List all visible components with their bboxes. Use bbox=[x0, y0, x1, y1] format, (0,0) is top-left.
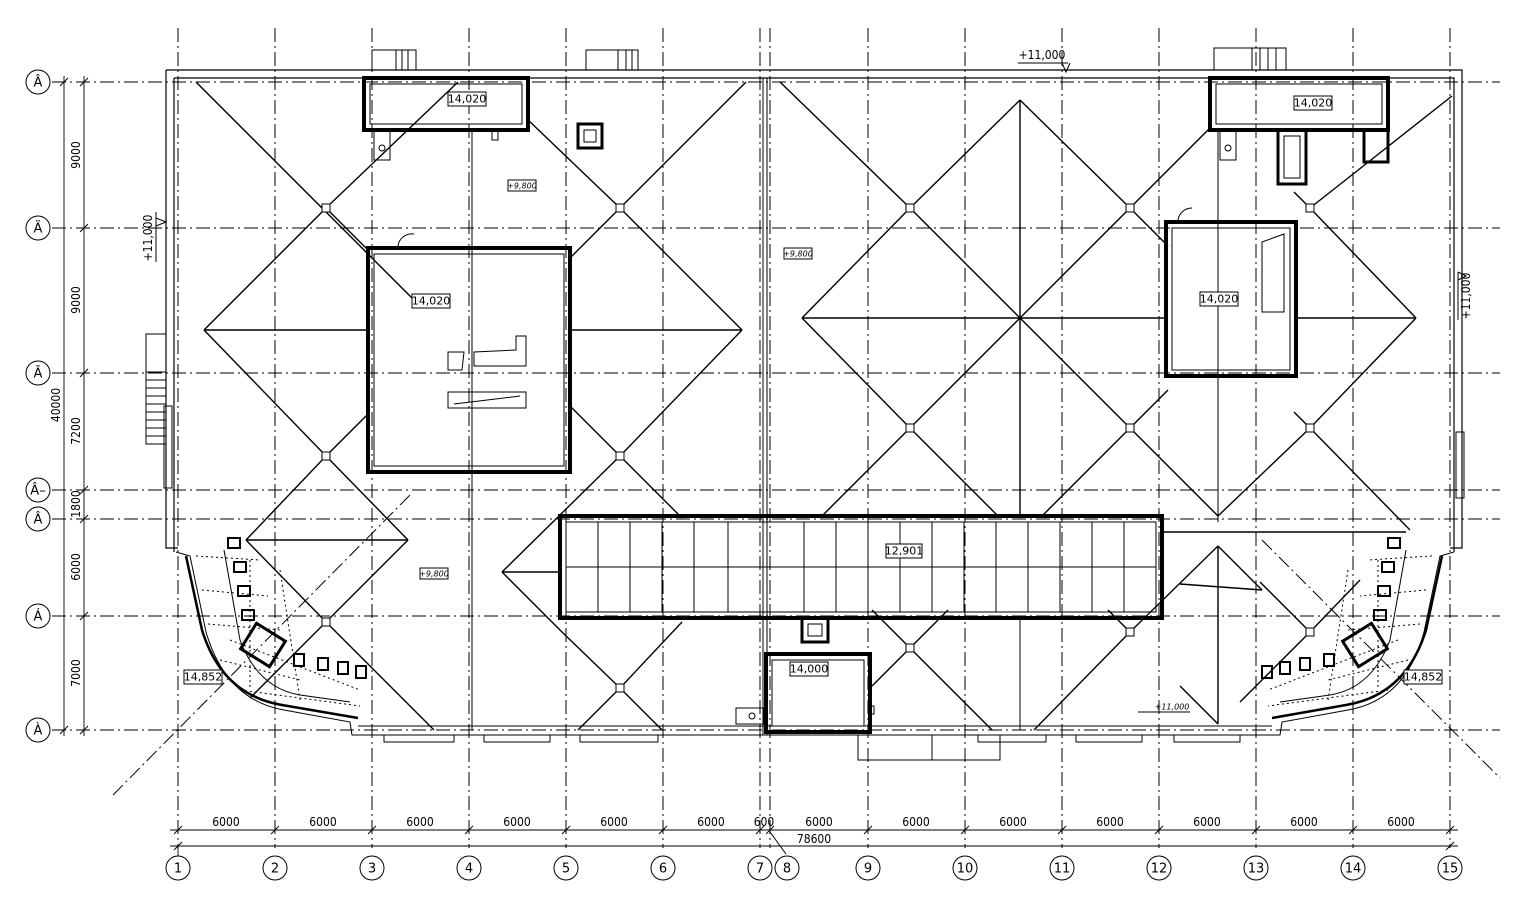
dimension-row-4: 1800 bbox=[69, 490, 83, 518]
axis-bubble-5 bbox=[553, 855, 579, 881]
axis-label-6: 6 bbox=[659, 862, 667, 877]
roof-drains bbox=[321, 203, 1315, 693]
skylight-mullions bbox=[597, 522, 1125, 612]
elevation-parapet-left: +11,000 bbox=[141, 214, 155, 261]
dimension-row-5: 6000 bbox=[69, 553, 83, 581]
dimension-span-3: 6000 bbox=[406, 815, 434, 829]
axis-label-12: 12 bbox=[1151, 862, 1168, 877]
row-axis-label-7: À bbox=[34, 723, 43, 739]
left-dimension-chain: 9000 9000 7200 1800 6000 7000 40000 bbox=[49, 76, 89, 736]
elevation-roof-level-3: +9,800 bbox=[419, 570, 449, 579]
axis-bubble-15 bbox=[1437, 855, 1463, 881]
elevation-parapet-bottom: +11,000 bbox=[1155, 703, 1190, 712]
axis-label-10: 10 bbox=[957, 862, 974, 877]
elevation-skylight: 12,901 bbox=[885, 545, 924, 558]
dimension-overall-height: 40000 bbox=[49, 388, 63, 422]
row-axis-label-2: Ä bbox=[34, 221, 43, 237]
dimension-overall-width: 78600 bbox=[797, 832, 831, 846]
bottom-dimension-ticks bbox=[173, 825, 1455, 851]
dimension-span-4: 6000 bbox=[503, 815, 531, 829]
elevation-corner-left: 14,852 bbox=[184, 671, 223, 684]
dimension-row-3: 7200 bbox=[69, 417, 83, 445]
elevation-box-top-right: 14,020 bbox=[1294, 97, 1333, 110]
dimension-span-2: 6000 bbox=[309, 815, 337, 829]
dimension-span-7: 600 bbox=[754, 815, 775, 829]
bottom-dimension-chain: 6000 6000 6000 6000 6000 6000 600 6000 6… bbox=[170, 815, 1458, 855]
dimension-row-1: 9000 bbox=[69, 141, 83, 169]
elevation-roof-level-2: +9,800 bbox=[783, 250, 813, 259]
row-axis-label-3: Ã bbox=[34, 366, 43, 382]
axis-grid bbox=[52, 28, 1501, 848]
row-axis-bubble-1 bbox=[25, 69, 51, 95]
left-stair-treads bbox=[146, 379, 166, 437]
axis-bubble-9 bbox=[855, 855, 881, 881]
elevation-corner-right: 14,852 bbox=[1404, 671, 1443, 684]
row-axis-label-4: Â– bbox=[30, 483, 45, 499]
dimension-span-1: 6000 bbox=[212, 815, 240, 829]
row-axis-bubbles: Â Ä Ã Â– Â Á À bbox=[25, 69, 51, 743]
elevation-stair-box: 14,000 bbox=[790, 663, 829, 676]
corner-vents-left bbox=[195, 537, 367, 707]
row-axis-bubble-5 bbox=[25, 506, 51, 532]
axis-bubble-7 bbox=[747, 855, 773, 881]
axis-bubble-8 bbox=[774, 855, 800, 881]
roof-slopes bbox=[195, 81, 1453, 731]
dimension-span-14: 6000 bbox=[1387, 815, 1415, 829]
dimension-row-2: 9000 bbox=[69, 286, 83, 314]
axis-bubble-1 bbox=[165, 855, 191, 881]
dimension-span-8: 6000 bbox=[805, 815, 833, 829]
elevation-parapet-top: +11,000 bbox=[1019, 48, 1066, 62]
axis-bubble-3 bbox=[359, 855, 385, 881]
row-axis-label-5: Â bbox=[34, 512, 43, 528]
dimension-span-9: 6000 bbox=[902, 815, 930, 829]
elevation-marks: 14,020 14,020 14,020 14,020 12,901 14,00… bbox=[141, 48, 1473, 713]
axis-bubble-13 bbox=[1243, 855, 1269, 881]
axis-bubble-12 bbox=[1146, 855, 1172, 881]
dimension-span-11: 6000 bbox=[1096, 815, 1124, 829]
row-axis-bubble-2 bbox=[25, 215, 51, 241]
axis-label-15: 15 bbox=[1442, 862, 1459, 877]
axis-label-8: 8 bbox=[783, 862, 791, 877]
dimension-span-12: 6000 bbox=[1193, 815, 1221, 829]
axis-label-3: 3 bbox=[368, 862, 376, 877]
axis-bubble-14 bbox=[1340, 855, 1366, 881]
axis-bubble-6 bbox=[650, 855, 676, 881]
axis-bubble-11 bbox=[1049, 855, 1075, 881]
axis-label-7: 7 bbox=[756, 862, 764, 877]
axis-label-5: 5 bbox=[562, 862, 570, 877]
elevation-box-center-right: 14,020 bbox=[1200, 293, 1239, 306]
row-axis-label-6: Á bbox=[34, 609, 43, 625]
superstructures bbox=[362, 76, 1390, 734]
elevation-parapet-right: +11,000 bbox=[1459, 272, 1473, 319]
dimension-row-6: 7000 bbox=[69, 659, 83, 687]
row-axis-bubble-3 bbox=[25, 360, 51, 386]
row-axis-bubble-6 bbox=[25, 603, 51, 629]
axis-label-4: 4 bbox=[465, 862, 473, 877]
axis-bubble-4 bbox=[456, 855, 482, 881]
axis-bubble-2 bbox=[262, 855, 288, 881]
row-axis-label-1: Â bbox=[34, 75, 43, 91]
axis-label-11: 11 bbox=[1054, 862, 1071, 877]
dimension-span-13: 6000 bbox=[1290, 815, 1318, 829]
row-axis-bubble-7 bbox=[25, 717, 51, 743]
dimension-span-5: 6000 bbox=[600, 815, 628, 829]
elevation-roof-level-1: +9,800 bbox=[507, 182, 537, 191]
axis-label-14: 14 bbox=[1345, 862, 1362, 877]
elevation-box-top-left: 14,020 bbox=[448, 93, 487, 106]
axis-label-9: 9 bbox=[864, 862, 872, 877]
axis-label-1: 1 bbox=[174, 862, 182, 877]
elevation-box-center-left: 14,020 bbox=[412, 295, 451, 308]
dimension-span-6: 6000 bbox=[697, 815, 725, 829]
axis-label-13: 13 bbox=[1248, 862, 1265, 877]
building-outline bbox=[145, 47, 1465, 761]
axis-bubble-10 bbox=[952, 855, 978, 881]
column-axis-bubbles: 1 2 3 4 5 6 7 8 9 10 11 12 13 14 15 bbox=[165, 846, 1463, 881]
row-axis-bubble-4 bbox=[25, 477, 51, 503]
dimension-span-10: 6000 bbox=[999, 815, 1027, 829]
axis-label-2: 2 bbox=[271, 862, 279, 877]
left-dimension-ticks bbox=[59, 77, 89, 735]
corner-vents-right bbox=[1261, 537, 1433, 707]
